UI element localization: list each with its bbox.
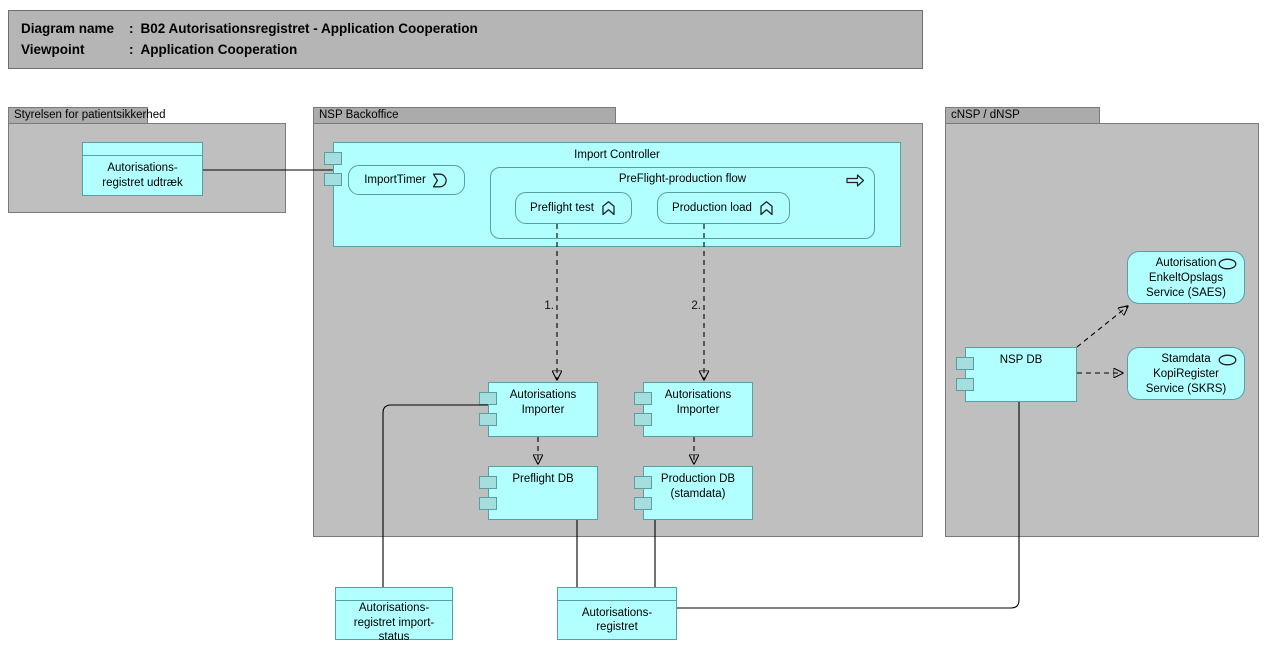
- node-autorisationsregistret-udtraek[interactable]: Autorisations- registret udtræk: [82, 142, 203, 196]
- node-label: NSP DB: [999, 354, 1043, 366]
- node-label: Autorisations Importer: [509, 389, 577, 416]
- data-object-band: [83, 143, 202, 156]
- node-label: Preflight test: [530, 201, 594, 214]
- component-port: [324, 173, 342, 186]
- title-label: Viewpoint: [21, 42, 85, 57]
- function-icon: [760, 201, 773, 216]
- component-port: [479, 392, 497, 405]
- component-port: [956, 357, 974, 370]
- node-autorisations-importer-right[interactable]: Autorisations Importer: [634, 382, 753, 437]
- group-tab-cnsp[interactable]: cNSP / dNSP: [945, 107, 1100, 124]
- process-arrow-icon: [846, 174, 865, 187]
- component-port: [634, 497, 652, 510]
- component-port: [479, 413, 497, 426]
- node-label: Import Controller: [574, 149, 660, 161]
- node-label: Autorisations- registret udtræk: [102, 162, 183, 189]
- title-label: Diagram name: [21, 21, 115, 36]
- node-label: Autorisations Importer: [664, 389, 732, 416]
- group-label: cNSP / dNSP: [951, 109, 1020, 121]
- component-port: [956, 378, 974, 391]
- data-object-band: [336, 588, 452, 601]
- node-saes-service[interactable]: Autorisation EnkeltOpslags Service (SAES…: [1127, 251, 1245, 304]
- component-port: [634, 413, 652, 426]
- group-tab-nsp-backoffice[interactable]: NSP Backoffice: [313, 107, 616, 124]
- node-autorisationsregistret[interactable]: Autorisations- registret: [557, 587, 677, 640]
- node-label: Preflight DB: [512, 473, 574, 485]
- title-separator: :: [129, 21, 134, 36]
- node-preflight-test[interactable]: Preflight test: [515, 192, 632, 224]
- node-label: Stamdata KopiRegister Service (SKRS): [1145, 353, 1227, 395]
- service-icon: [1218, 354, 1237, 366]
- node-label: ImportTimer: [364, 173, 426, 186]
- group-label: Styrelsen for patientsikkerhed: [14, 109, 166, 121]
- component-port: [324, 152, 342, 165]
- node-label: Autorisation EnkeltOpslags Service (SAES…: [1146, 257, 1226, 299]
- node-preflight-db[interactable]: Preflight DB: [479, 466, 598, 520]
- data-object-band: [558, 588, 676, 601]
- function-icon: [602, 201, 615, 216]
- node-production-load[interactable]: Production load: [657, 192, 790, 224]
- node-skrs-service[interactable]: Stamdata KopiRegister Service (SKRS): [1127, 347, 1245, 400]
- title-row-viewpoint: Viewpoint: Application Cooperation: [21, 39, 910, 60]
- component-port: [634, 392, 652, 405]
- title-value: B02 Autorisationsregistret - Application…: [140, 21, 478, 36]
- node-autorisationsregistret-import-status[interactable]: Autorisations- registret import- status: [335, 587, 453, 643]
- node-label: PreFlight-production flow: [618, 173, 747, 185]
- node-import-timer[interactable]: ImportTimer: [348, 165, 465, 195]
- node-production-db[interactable]: Production DB (stamdata): [634, 466, 753, 520]
- service-icon: [1218, 258, 1237, 270]
- diagram-title-block: Diagram name: B02 Autorisationsregistret …: [8, 10, 923, 69]
- node-label: Autorisations- registret: [581, 606, 653, 634]
- group-body-cnsp[interactable]: [945, 123, 1259, 537]
- title-value: Application Cooperation: [140, 42, 298, 57]
- node-preflight-production-flow[interactable]: PreFlight-production flow: [490, 167, 875, 239]
- title-separator: :: [129, 42, 134, 57]
- component-port: [634, 476, 652, 489]
- node-label: Autorisations- registret import- status: [353, 602, 435, 643]
- node-label: Production DB (stamdata): [660, 473, 736, 500]
- component-port: [479, 497, 497, 510]
- title-row-diagram-name: Diagram name: B02 Autorisationsregistret …: [21, 18, 910, 39]
- node-label: Production load: [672, 201, 752, 214]
- group-label: NSP Backoffice: [319, 109, 399, 121]
- event-icon: [432, 173, 447, 187]
- node-nsp-db[interactable]: NSP DB: [956, 347, 1077, 402]
- component-port: [479, 476, 497, 489]
- node-autorisations-importer-left[interactable]: Autorisations Importer: [479, 382, 598, 437]
- group-tab-styrelsen[interactable]: Styrelsen for patientsikkerhed: [8, 107, 166, 124]
